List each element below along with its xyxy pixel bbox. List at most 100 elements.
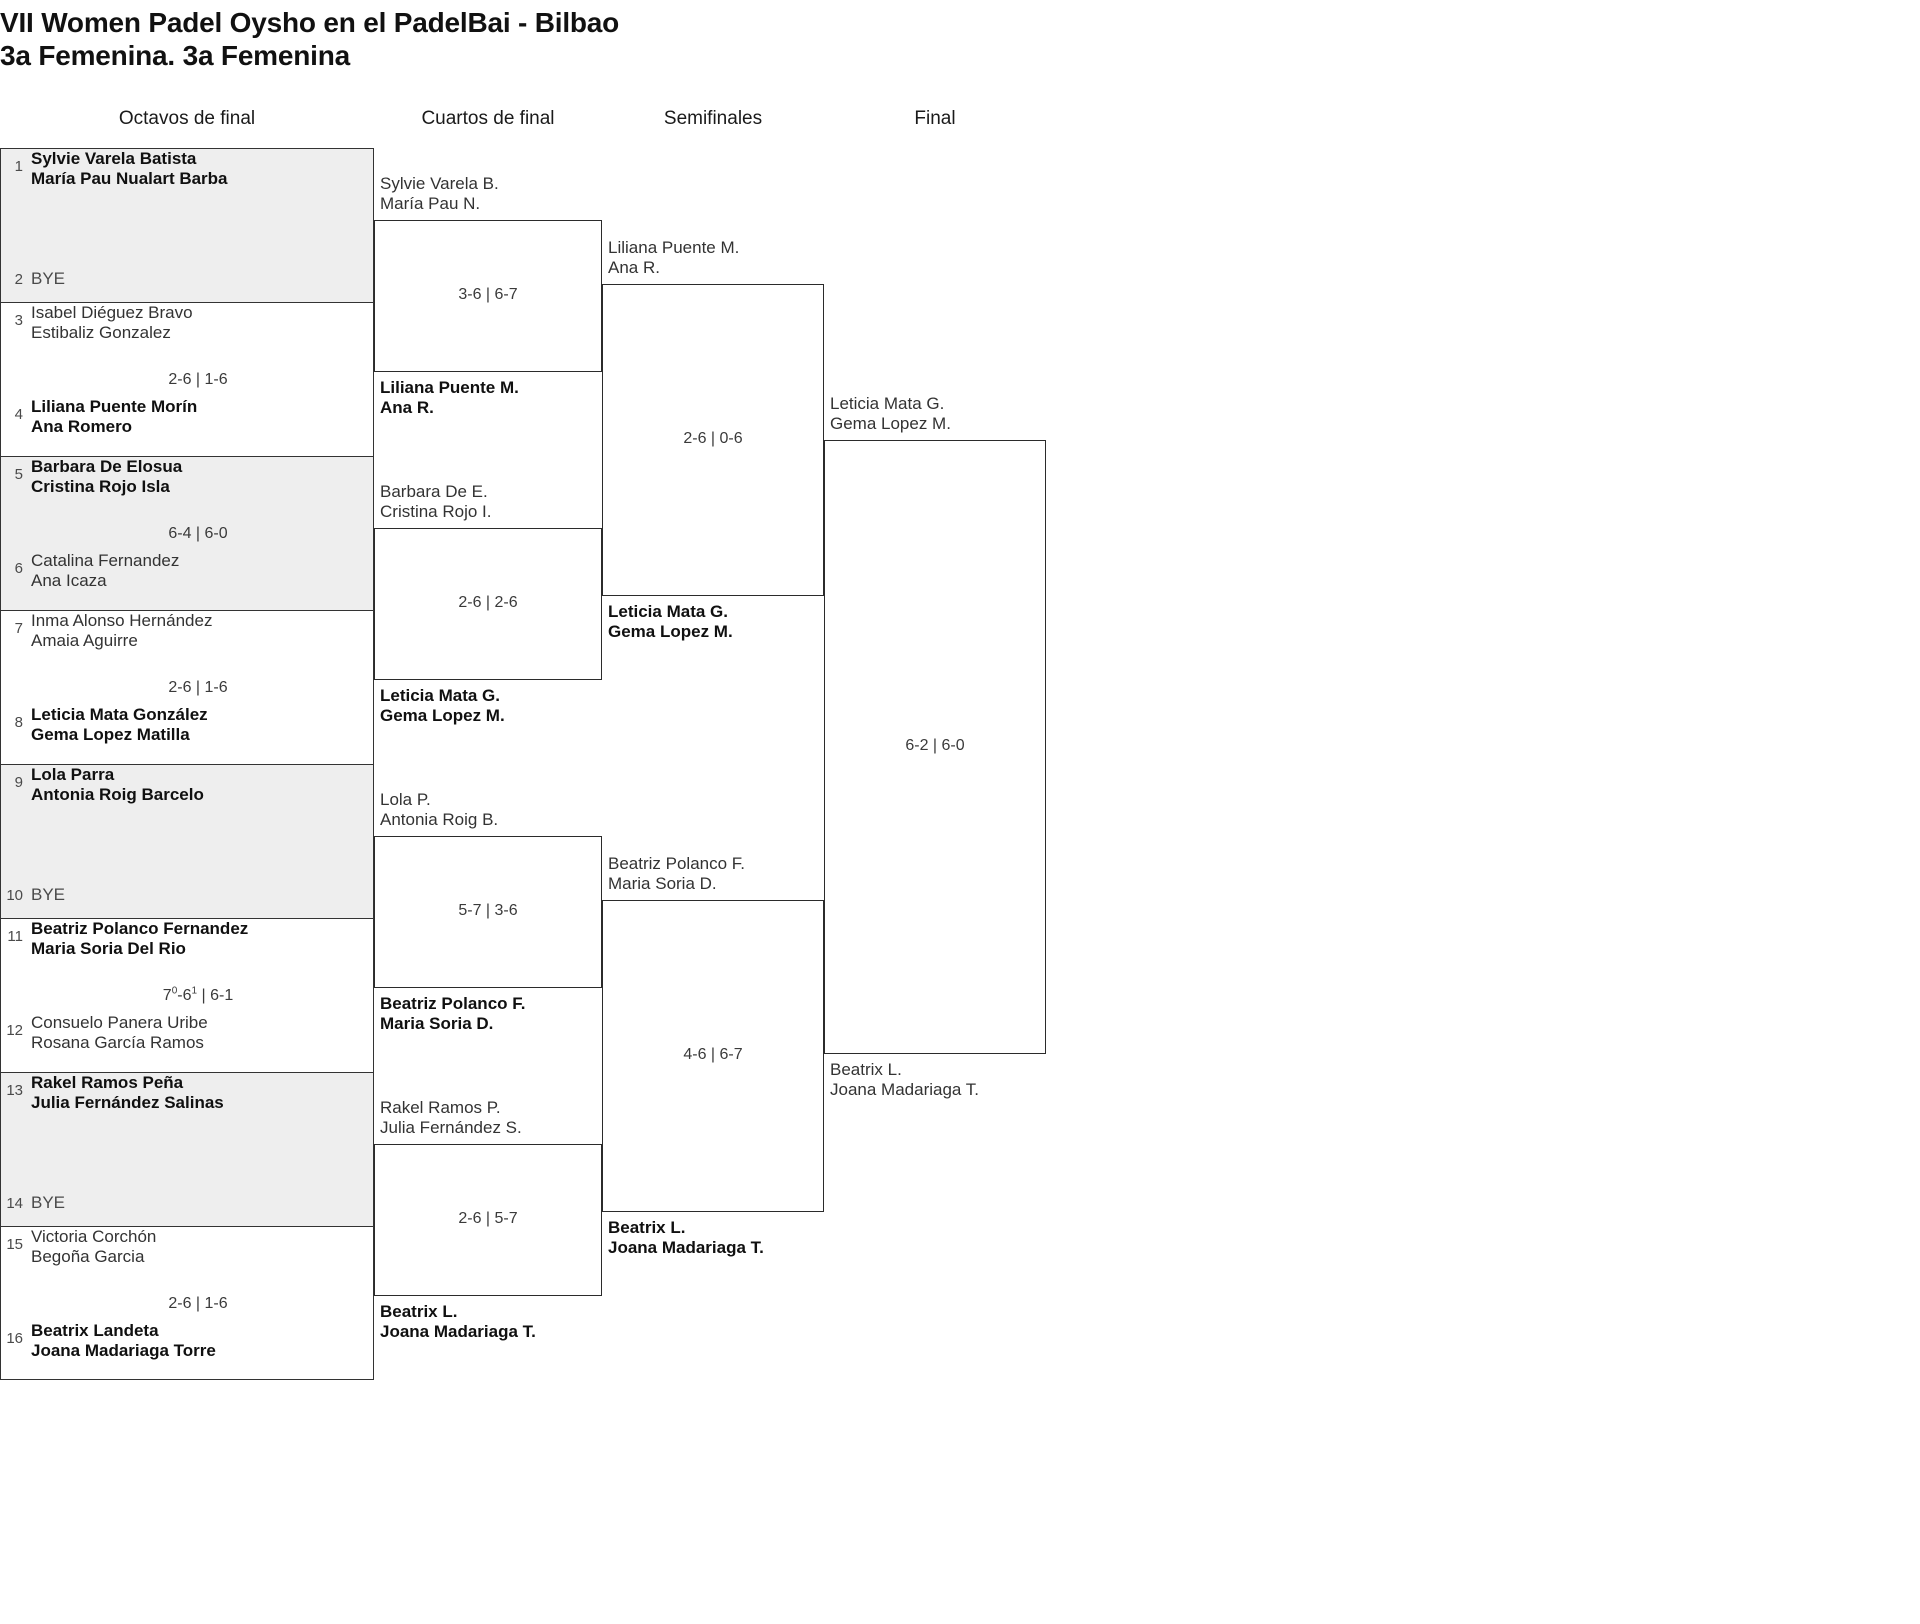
- advancing-team-bottom[interactable]: Beatrix L.Joana Madariaga T.: [830, 1060, 979, 1100]
- competitor-names: Rakel Ramos P.Julia Fernández S.: [380, 1098, 522, 1138]
- seed-number: 16: [6, 1330, 23, 1347]
- page-title: VII Women Padel Oysho en el PadelBai - B…: [0, 6, 1200, 72]
- player-name: Leticia Mata G.: [608, 602, 728, 621]
- player-name: Gema Lopez M.: [830, 414, 951, 433]
- player-name: Amaia Aguirre: [31, 631, 138, 650]
- player-name: Leticia Mata G.: [830, 394, 945, 413]
- competitor-names: Sylvie Varela B.María Pau N.: [380, 174, 499, 214]
- competitor-names: Lola P.Antonia Roig B.: [380, 790, 498, 830]
- player-name: Lola P.: [380, 790, 431, 809]
- seed-number: 1: [14, 158, 23, 175]
- player-name: Ana R.: [608, 258, 660, 277]
- bracket-connector: [374, 836, 602, 988]
- seed-number: 8: [14, 714, 23, 731]
- advancing-team-bottom[interactable]: Liliana Puente M.Ana R.: [380, 378, 519, 418]
- match-score: 2-6 | 0-6: [683, 430, 743, 447]
- player-name: Beatrix L.: [380, 1302, 458, 1321]
- round-header-octavos: Octavos de final: [118, 108, 256, 129]
- player-name: Inma Alonso Hernández: [31, 611, 213, 630]
- player-name: Liliana Puente M.: [608, 238, 740, 257]
- advancing-team-top[interactable]: Liliana Puente M.Ana R.: [608, 238, 739, 278]
- seed-number: 6: [14, 560, 23, 577]
- player-name: Barbara De Elosua: [31, 457, 183, 476]
- advancing-team-bottom[interactable]: Leticia Mata G.Gema Lopez M.: [608, 602, 733, 642]
- advancing-team-bottom[interactable]: Beatrix L.Joana Madariaga T.: [608, 1218, 764, 1258]
- advancing-team-bottom[interactable]: Beatrix L.Joana Madariaga T.: [380, 1302, 536, 1342]
- advancing-team-top[interactable]: Lola P.Antonia Roig B.: [380, 790, 498, 830]
- match-score: 3-6 | 6-7: [458, 286, 518, 303]
- competitor-names: BYE: [31, 269, 373, 289]
- advancing-team-bottom[interactable]: Leticia Mata G.Gema Lopez M.: [380, 686, 505, 726]
- match-score: 6-4 | 6-0: [168, 525, 228, 542]
- player-name: Victoria Corchón: [31, 1227, 157, 1246]
- player-name: Maria Soria D.: [380, 1014, 494, 1033]
- advancing-team-top[interactable]: Leticia Mata G.Gema Lopez M.: [830, 394, 951, 434]
- advancing-team-bottom[interactable]: Beatriz Polanco F.Maria Soria D.: [380, 994, 525, 1034]
- competitor-names: Leticia Mata G.Gema Lopez M.: [830, 394, 951, 434]
- player-name: Sylvie Varela Batista: [31, 149, 197, 168]
- seed-number: 2: [14, 271, 23, 288]
- player-name: Joana Madariaga T.: [380, 1322, 536, 1341]
- competitor-names: Liliana Puente M.Ana R.: [380, 378, 519, 418]
- competitor-names: Beatrix L.Joana Madariaga T.: [830, 1060, 979, 1100]
- advancing-team-top[interactable]: Sylvie Varela B.María Pau N.: [380, 174, 499, 214]
- player-name: Joana Madariaga T.: [830, 1080, 980, 1099]
- player-name: Leticia Mata González: [31, 705, 208, 724]
- match-slot-bottom[interactable]: 2 BYE: [1, 269, 373, 295]
- competitor-names: Liliana Puente M.Ana R.: [608, 238, 739, 278]
- seed-number: 14: [6, 1195, 23, 1212]
- player-name: Ana Icaza: [31, 571, 107, 590]
- player-name: BYE: [31, 1193, 66, 1212]
- player-name: María Pau Nualart Barba: [31, 169, 228, 188]
- bracket-connector: [374, 1144, 602, 1296]
- match-score: 2-6 | 1-6: [168, 679, 228, 696]
- player-name: Gema Lopez Matilla: [31, 725, 190, 744]
- seed-number: 9: [14, 774, 23, 791]
- bracket-connector: [374, 220, 602, 372]
- advancing-team-top[interactable]: Beatriz Polanco F.Maria Soria D.: [608, 854, 745, 894]
- advancing-team-top[interactable]: Rakel Ramos P.Julia Fernández S.: [380, 1098, 522, 1138]
- competitor-names: Beatrix L.Joana Madariaga T.: [380, 1302, 536, 1342]
- player-name: Gema Lopez M.: [608, 622, 733, 641]
- player-name: Isabel Diéguez Bravo: [31, 303, 193, 322]
- player-name: Consuelo Panera Uribe: [31, 1013, 208, 1032]
- match-score: 2-6 | 5-7: [458, 1210, 518, 1227]
- player-name: Leticia Mata G.: [380, 686, 500, 705]
- match-score: 70-61 | 6-1: [162, 985, 234, 1004]
- player-name: Beatriz Polanco F.: [608, 854, 746, 873]
- match-score: 2-6 | 1-6: [168, 371, 228, 388]
- advancing-team-top[interactable]: Barbara De E.Cristina Rojo I.: [380, 482, 491, 522]
- player-name: Lola Parra: [31, 765, 115, 784]
- player-name: Ana Romero: [31, 417, 133, 436]
- competitor-names: Leticia Mata G.Gema Lopez M.: [380, 686, 505, 726]
- player-name: Maria Soria D.: [608, 874, 717, 893]
- match-slot-bottom[interactable]: 14 BYE: [1, 1193, 373, 1219]
- seed-number: 3: [14, 312, 23, 329]
- competitor-names: BYE: [31, 1193, 373, 1213]
- player-name: Julia Fernández S.: [380, 1118, 522, 1137]
- seed-number: 11: [7, 928, 23, 945]
